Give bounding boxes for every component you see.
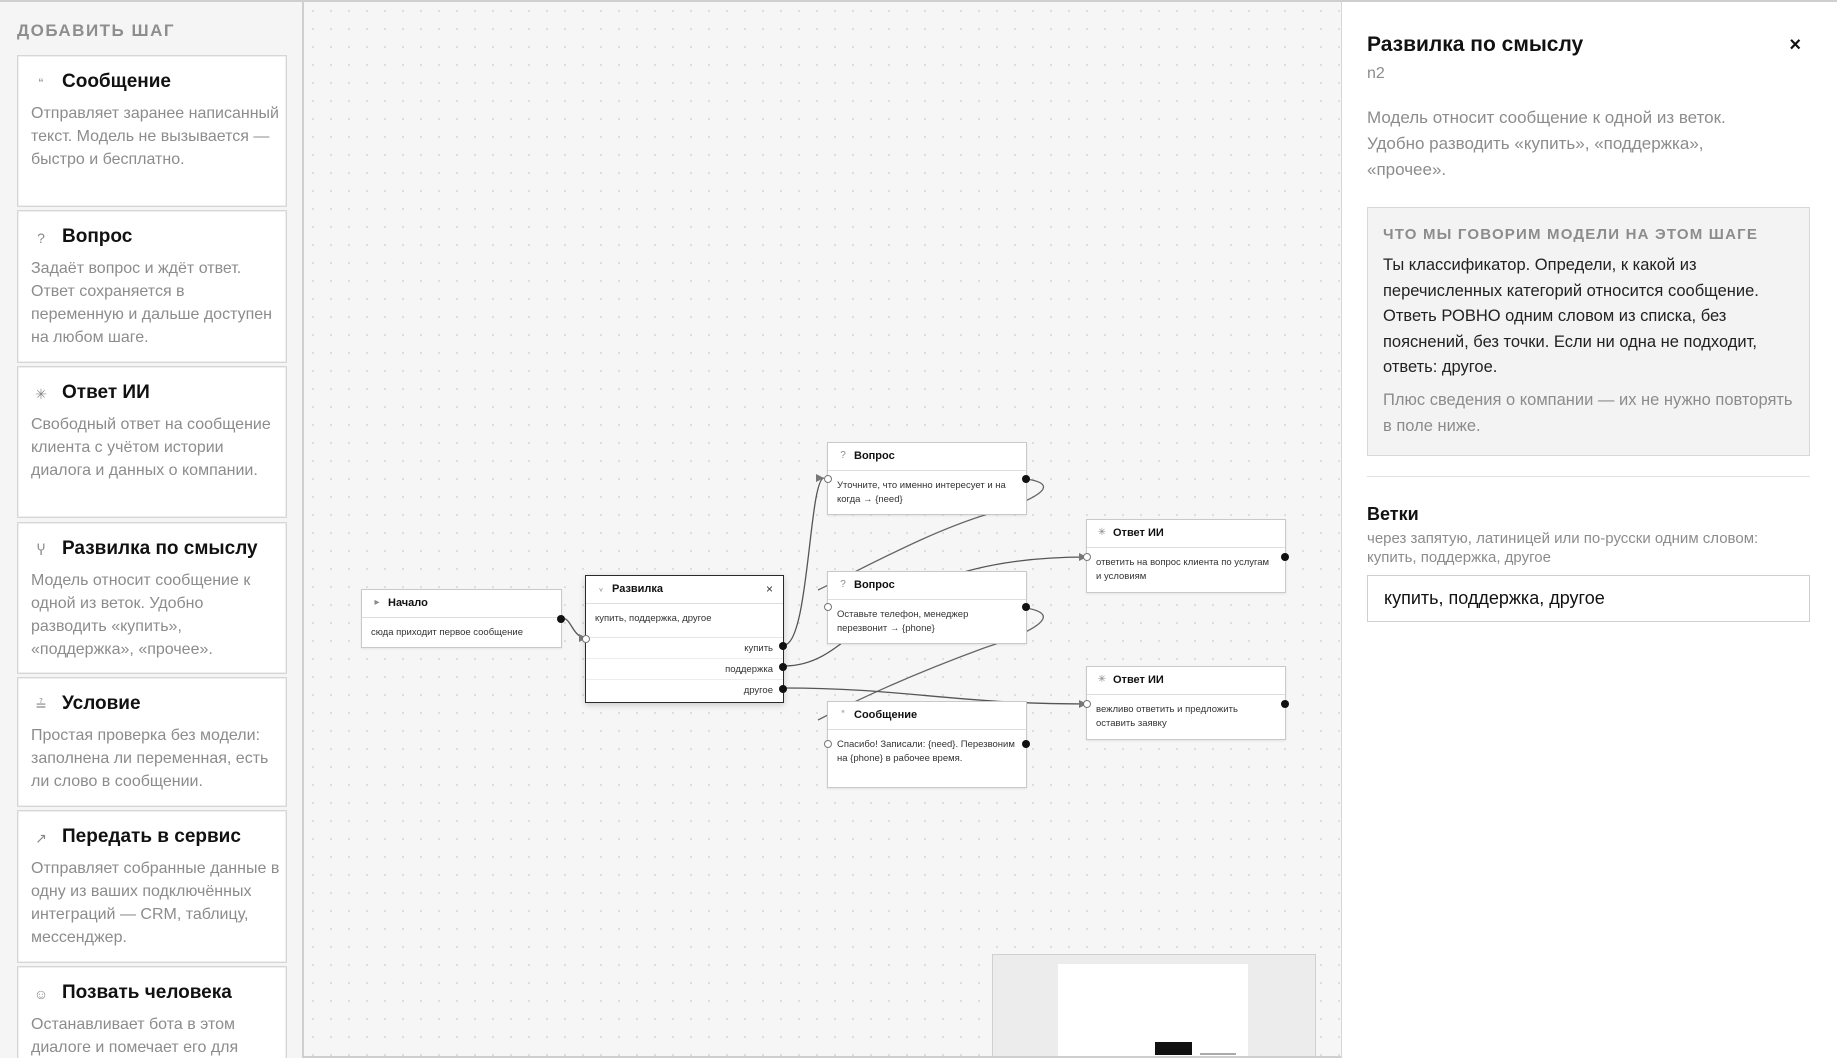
node-question-phone[interactable]: ? Вопрос Оставьте телефон, менеджер пере… — [824, 571, 1030, 644]
sparkle-icon: ✳ — [1097, 674, 1107, 685]
node-ai-answer-polite[interactable]: ✳ Ответ ИИ вежливо ответить и предложить… — [1083, 666, 1289, 740]
person-icon: ☺ — [33, 986, 49, 1002]
palette-title: ДОБАВИТЬ ШАГ — [17, 21, 176, 40]
branch-support-port[interactable] — [779, 663, 787, 671]
minimap-viewport[interactable] — [1058, 964, 1248, 1056]
node-output-port[interactable] — [1281, 553, 1289, 561]
node-title: Ответ ИИ — [1113, 674, 1164, 686]
quote-icon: “ — [841, 709, 845, 720]
minimap[interactable] — [992, 954, 1316, 1056]
palette-item-description: Модель относит сообщение к одной из вето… — [31, 572, 251, 658]
model-prompt-note: Плюс сведения о компании — их не нужно п… — [1383, 391, 1793, 435]
node-input-port[interactable] — [824, 475, 832, 483]
inspector-description: Модель относит сообщение к одной из вето… — [1367, 108, 1726, 179]
divider — [1367, 476, 1810, 477]
node-title: Развилка — [612, 583, 664, 595]
node-title: Вопрос — [854, 450, 895, 462]
node-input-port[interactable] — [1083, 700, 1091, 708]
fork-icon: Ⴤ — [36, 542, 46, 558]
branch-support: поддержка — [586, 659, 783, 680]
model-prompt-text: Ты классификатор. Определи, к какой из п… — [1383, 256, 1759, 376]
palette-item-description: Свободный ответ на сообщение клиента с у… — [31, 416, 271, 479]
edge-fork-buy-to-q1 — [783, 477, 825, 646]
close-icon[interactable]: × — [1789, 34, 1801, 56]
node-body: сюда приходит первое сообщение — [371, 627, 523, 638]
branch-other: другое — [743, 685, 773, 696]
branches-input[interactable] — [1367, 575, 1810, 622]
node-output-port[interactable] — [557, 615, 565, 623]
node-body: ответить на вопрос клиента по услугам и … — [1096, 557, 1270, 582]
quote-icon: “ — [38, 75, 44, 91]
model-prompt-box: ЧТО МЫ ГОВОРИМ МОДЕЛИ НА ЭТОМ ШАГЕ Ты кл… — [1367, 207, 1810, 456]
model-prompt-label: ЧТО МЫ ГОВОРИМ МОДЕЛИ НА ЭТОМ ШАГЕ — [1383, 226, 1759, 243]
palette-item-label: Сообщение — [62, 71, 171, 92]
node-output-port[interactable] — [1022, 740, 1030, 748]
palette-item-message[interactable]: “ Сообщение Отправляет заранее написанны… — [17, 55, 287, 207]
condition-icon: ≟ — [35, 697, 47, 713]
edge-arrowhead — [816, 474, 824, 482]
node-body: Спасибо! Записали: {need}. Перезвоним на… — [837, 739, 1015, 764]
palette-item-ai-answer[interactable]: ✳ Ответ ИИ Свободный ответ на сообщение … — [17, 366, 287, 518]
palette-item-call-human[interactable]: ☺ Позвать человека Останавливает бота в … — [17, 966, 287, 1058]
play-icon: ▸ — [374, 597, 380, 608]
step-palette: ДОБАВИТЬ ШАГ “ Сообщение Отправляет зара… — [0, 0, 304, 1058]
node-message-thanks[interactable]: “ Сообщение Спасибо! Записали: {need}. П… — [824, 701, 1030, 788]
node-ai-answer-services[interactable]: ✳ Ответ ИИ ответить на вопрос клиента по… — [1083, 519, 1289, 593]
node-output-port[interactable] — [1281, 700, 1289, 708]
inspector-title: Развилка по смыслу — [1367, 33, 1584, 56]
palette-item-description: Отправляет собранные данные в одну из ва… — [31, 860, 280, 946]
branches-label: Ветки — [1367, 504, 1419, 524]
node-title: Вопрос — [854, 579, 895, 591]
node-title: Ответ ИИ — [1113, 527, 1164, 539]
branch-list: купить поддержка другое — [586, 637, 783, 701]
palette-item-description: Отправляет заранее написанный текст. Мод… — [31, 105, 279, 168]
palette-item-label: Ответ ИИ — [62, 382, 150, 403]
node-body: Уточните, что именно интересует и на ког… — [837, 480, 1006, 505]
inspector-panel: Развилка по смыслу × n2 Модель относит с… — [1341, 0, 1837, 1058]
palette-item-semantic-fork[interactable]: Ⴤ Развилка по смыслу Модель относит сооб… — [17, 522, 287, 674]
node-question-need[interactable]: ? Вопрос Уточните, что именно интересует… — [824, 442, 1030, 515]
branch-buy: купить — [586, 638, 783, 659]
node-fork[interactable]: ᵥ Развилка × купить, поддержка, другое к… — [582, 575, 787, 703]
palette-item-label: Вопрос — [62, 226, 133, 247]
node-output-port[interactable] — [1022, 603, 1030, 611]
sparkle-icon: ✳ — [1097, 527, 1107, 538]
palette-item-label: Передать в сервис — [62, 826, 241, 847]
node-title: Начало — [388, 597, 428, 609]
node-id: n2 — [1367, 65, 1385, 82]
branches-hint: через запятую, латиницей или по-русски о… — [1367, 530, 1759, 566]
delete-node-icon[interactable]: × — [765, 582, 773, 596]
palette-item-description: Простая проверка без модели: заполнена л… — [31, 727, 269, 790]
node-input-port[interactable] — [824, 603, 832, 611]
minimap-node — [1200, 1053, 1236, 1055]
flow-canvas[interactable]: ▸ Начало сюда приходит первое сообщение … — [304, 0, 1341, 1058]
question-icon: ? — [37, 230, 45, 246]
palette-item-condition[interactable]: ≟ Условие Простая проверка без модели: з… — [17, 677, 287, 807]
branch-buy-port[interactable] — [779, 642, 787, 650]
palette-item-send-to-service[interactable]: ↗ Передать в сервис Отправляет собранные… — [17, 810, 287, 963]
node-input-port[interactable] — [582, 635, 590, 643]
question-icon: ? — [840, 450, 846, 461]
sparkle-icon: ✳ — [35, 386, 47, 402]
node-body: Оставьте телефон, менеджер перезвонит → … — [837, 609, 969, 634]
palette-item-label: Условие — [62, 693, 141, 714]
node-body: вежливо ответить и предложить оставить з… — [1096, 704, 1238, 729]
branch-other-port[interactable] — [779, 685, 787, 693]
palette-item-question[interactable]: ? Вопрос Задаёт вопрос и ждёт ответ. Отв… — [17, 210, 287, 363]
question-icon: ? — [840, 579, 846, 590]
node-output-port[interactable] — [1022, 475, 1030, 483]
palette-item-label: Позвать человека — [62, 982, 232, 1003]
fork-icon: ᵥ — [599, 583, 603, 594]
palette-item-description: Задаёт вопрос и ждёт ответ. Ответ сохран… — [31, 260, 272, 346]
minimap-node — [1155, 1042, 1192, 1055]
node-input-port[interactable] — [824, 740, 832, 748]
node-body: купить, поддержка, другое — [595, 613, 712, 624]
send-arrow-icon: ↗ — [35, 830, 47, 846]
node-title: Сообщение — [854, 709, 918, 721]
node-start[interactable]: ▸ Начало сюда приходит первое сообщение — [361, 589, 565, 648]
node-input-port[interactable] — [1083, 553, 1091, 561]
palette-item-description: Останавливает бота в этом диалоге и поме… — [31, 1016, 239, 1056]
palette-item-label: Развилка по смыслу — [62, 538, 258, 559]
